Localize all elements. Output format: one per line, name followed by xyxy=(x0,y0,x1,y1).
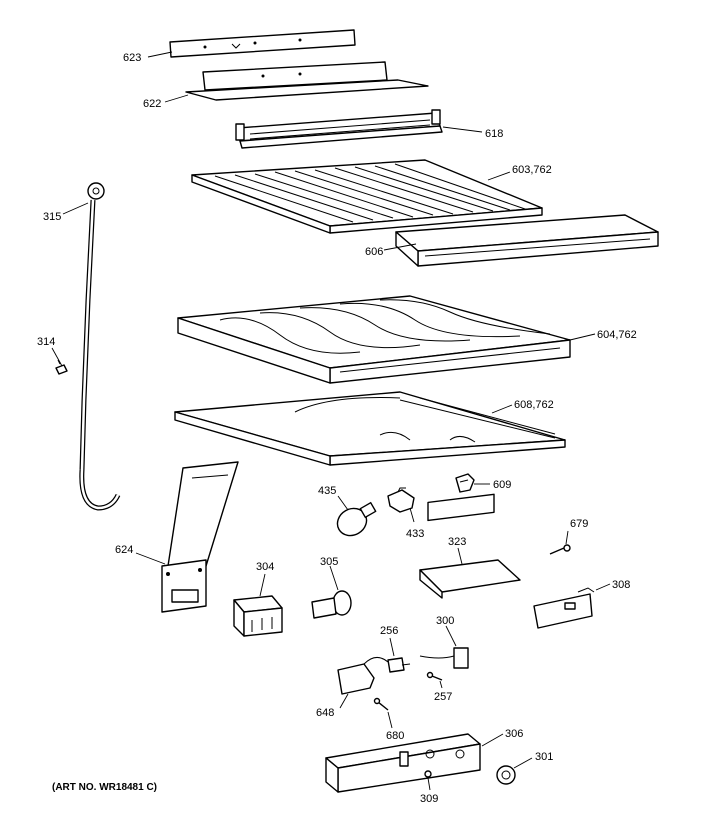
label-648: 648 xyxy=(316,707,334,719)
part-306-bracket xyxy=(325,733,481,793)
part-623-strip xyxy=(169,29,356,58)
part-314-clip xyxy=(55,359,68,375)
part-308-bracket xyxy=(533,587,595,629)
part-301-knob xyxy=(496,765,516,785)
part-323-box xyxy=(419,493,521,599)
part-309 xyxy=(424,770,432,778)
part-603-shelf xyxy=(191,159,543,234)
part-256 xyxy=(387,657,411,673)
label-680: 680 xyxy=(386,730,404,742)
label-309: 309 xyxy=(420,793,438,805)
label-606: 606 xyxy=(365,246,383,258)
label-305: 305 xyxy=(320,556,338,568)
label-256: 256 xyxy=(380,625,398,637)
part-608-shelf xyxy=(174,391,566,466)
label-679: 679 xyxy=(570,518,588,530)
part-680-screw xyxy=(373,697,389,711)
part-624-shield xyxy=(161,461,239,613)
part-433-socket xyxy=(387,487,415,513)
label-308: 308 xyxy=(612,579,630,591)
label-608: 608,762 xyxy=(514,399,554,411)
label-301: 301 xyxy=(535,751,553,763)
part-648-thermostat xyxy=(337,657,389,695)
label-622: 622 xyxy=(143,98,161,110)
label-315: 315 xyxy=(43,211,61,223)
part-618-bracket xyxy=(235,109,443,149)
label-604: 604,762 xyxy=(597,329,637,341)
part-609 xyxy=(455,473,475,493)
label-624: 624 xyxy=(115,544,133,556)
label-323: 323 xyxy=(448,536,466,548)
label-603: 603,762 xyxy=(512,164,552,176)
part-679-screw xyxy=(549,544,571,555)
label-609: 609 xyxy=(493,479,511,491)
label-623: 623 xyxy=(123,52,141,64)
part-622-cover xyxy=(185,61,429,101)
label-257: 257 xyxy=(434,691,452,703)
part-315-tube xyxy=(79,182,121,511)
art-number: (ART NO. WR18481 C) xyxy=(52,782,157,793)
part-435-bulb xyxy=(336,501,377,537)
label-314: 314 xyxy=(37,336,55,348)
part-604-shelf xyxy=(177,295,571,384)
part-305-knob xyxy=(311,590,352,619)
label-300: 300 xyxy=(436,615,454,627)
label-435: 435 xyxy=(318,485,336,497)
part-300 xyxy=(419,647,469,669)
label-306: 306 xyxy=(505,728,523,740)
part-304 xyxy=(233,595,283,637)
label-433: 433 xyxy=(406,528,424,540)
label-304: 304 xyxy=(256,561,274,573)
label-618: 618 xyxy=(485,128,503,140)
part-257-screw xyxy=(426,671,443,681)
